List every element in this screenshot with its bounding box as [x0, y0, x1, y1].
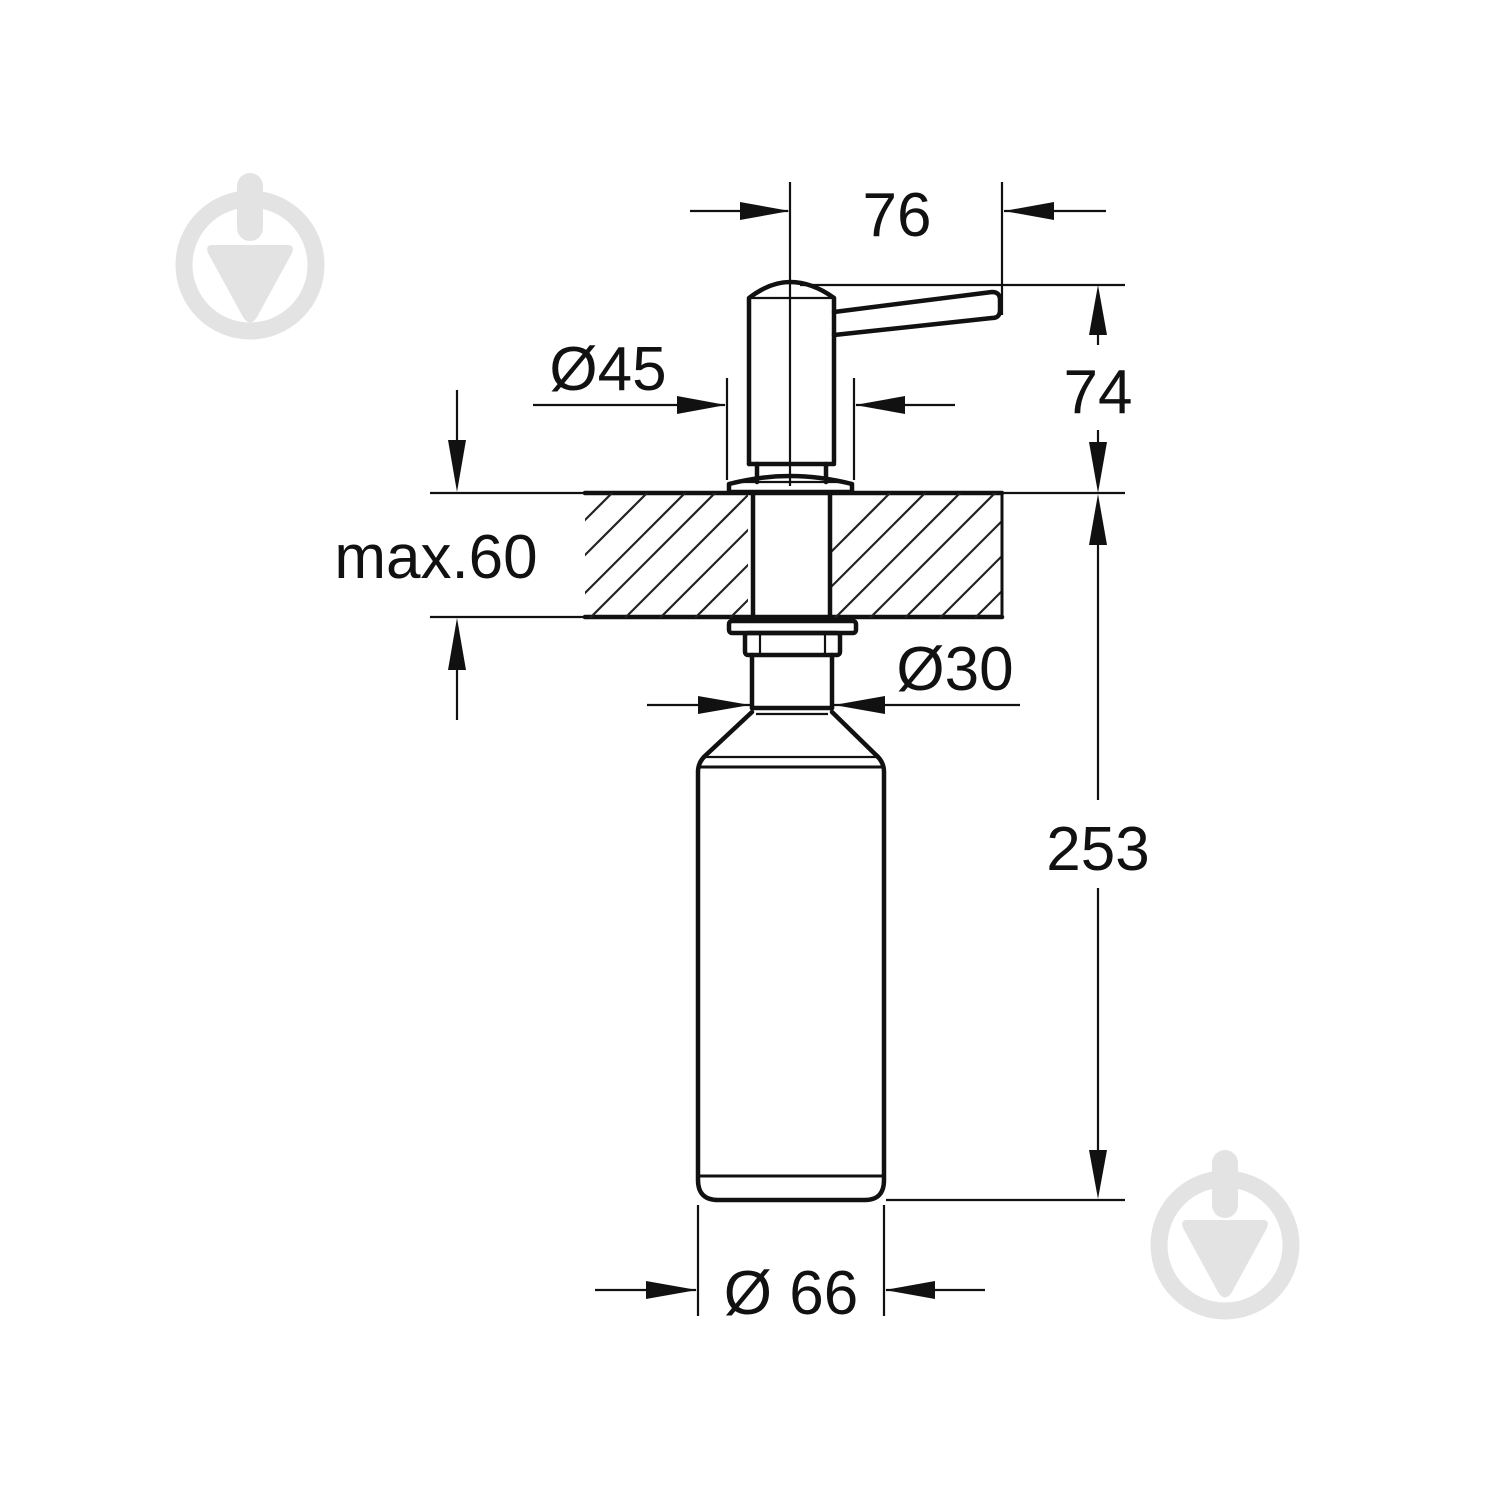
- hatch-right: [832, 493, 1002, 618]
- dimension-countertop-thickness: max.60: [334, 390, 538, 720]
- dimension-head-height: 74: [800, 283, 1133, 493]
- dimension-label-diameter-30: Ø30: [896, 635, 1013, 704]
- shank: [726, 490, 859, 711]
- pump-lever: [831, 289, 1003, 338]
- dimension-label-76: 76: [863, 181, 932, 250]
- countertop-section: [430, 490, 1125, 620]
- watermark-bottom-right: [1150, 1150, 1300, 1320]
- dimension-label-74: 74: [1064, 358, 1133, 427]
- dimension-label-253: 253: [1046, 815, 1149, 884]
- dimension-label-diameter-66: Ø 66: [724, 1259, 858, 1328]
- watermark-top-left: [175, 173, 325, 340]
- dimension-head-diameter: Ø45: [533, 335, 955, 480]
- dimension-label-diameter-45: Ø45: [549, 335, 666, 404]
- hatch-left: [585, 493, 748, 618]
- soap-bottle: [695, 705, 887, 1203]
- dimension-lever-reach: 76: [690, 181, 1106, 315]
- dimension-label-max-60: max.60: [334, 523, 537, 592]
- dimension-under-counter-length: 253: [886, 494, 1150, 1202]
- mounting-nut: [742, 630, 843, 658]
- trowel-in-circle-icon: [1150, 1150, 1300, 1320]
- dimension-hole-diameter: Ø30: [647, 635, 1020, 714]
- dimension-bottle-diameter: Ø 66: [595, 1205, 985, 1328]
- pump-head: [726, 279, 1003, 495]
- trowel-in-circle-icon: [175, 173, 325, 340]
